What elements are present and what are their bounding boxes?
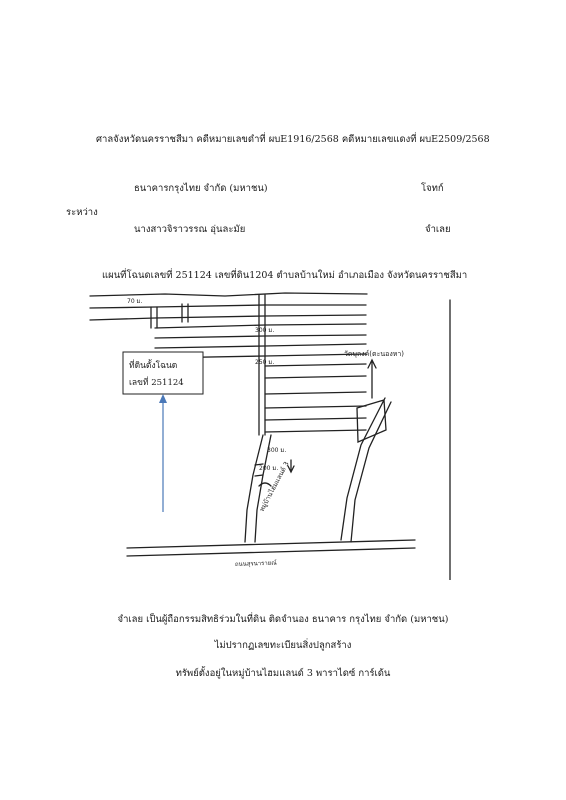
plaintiff-role: โจทก์ — [421, 183, 444, 194]
note-property-location: ทรัพย์ตั้งอยู่ในหมู่บ้านไฮมแลนด์ 3 พาราไ… — [175, 668, 391, 679]
map-temple-parcel — [356, 399, 387, 443]
map-street — [254, 463, 264, 466]
parcel-box-line2: เลขที่ 251124 — [129, 376, 184, 388]
note-co-owner: จำเลย เป็นผู้ถือกรรมสิทธิร่วมในที่ดิน ติ… — [117, 614, 449, 625]
road-label: ถนนสุรนารายณ์ — [235, 559, 278, 568]
dist-label-right: 300 ม. — [267, 447, 286, 454]
temple-label: วัดบุลงค์(ตะนองหา) — [344, 350, 404, 358]
parcel-box-line1: ที่ดินตั้งโฉนด — [129, 359, 177, 371]
village-arrow-head — [287, 465, 295, 474]
dist-label-mid: 250 ม. — [255, 359, 274, 366]
temple-arrow-head — [367, 358, 377, 369]
map-street — [89, 292, 368, 297]
plaintiff-name: ธนาคารกรุงไทย จำกัด (มหาชน) — [134, 183, 268, 194]
map-street — [154, 334, 367, 339]
map-hatch-mark — [258, 482, 272, 487]
map-street — [154, 343, 367, 349]
dist-label-left-bottom: 200 ม. — [259, 465, 278, 472]
map-access-road — [244, 434, 264, 543]
map-title: แผนที่โฉนดเลขที่ 251124 เลขที่ดิน1204 ตำ… — [102, 270, 468, 281]
note-building-registration: ไม่ปรากฏเลขทะเบียนสิ่งปลูกสร้าง — [214, 640, 352, 651]
map-street — [264, 405, 367, 409]
parcel-pointer-arrow-head — [159, 394, 167, 403]
defendant-role: จำเลย — [425, 224, 451, 235]
map-right-road — [350, 401, 392, 543]
map-street — [254, 474, 264, 477]
land-map: 300 ม. 250 ม. 300 ม. 70 ม. 200 ม. วัดบุล… — [89, 292, 451, 580]
map-street — [264, 391, 367, 395]
map-street — [264, 375, 367, 379]
map-main-road — [126, 539, 416, 549]
court-case-header: ศาลจังหวัดนครราชสีมา คดีหมายเลขดำที่ ผบE… — [96, 134, 490, 145]
map-street — [264, 429, 367, 433]
defendant-name: นางสาวจิราวรรณ อุ่นละมัย — [134, 224, 246, 235]
parcel-box — [122, 351, 204, 395]
map-street — [264, 363, 367, 367]
dist-label-top: 300 ม. — [255, 327, 274, 334]
map-street — [89, 314, 367, 321]
map-main-road — [126, 547, 416, 557]
between-label: ระหว่าง — [66, 207, 98, 218]
map-street — [264, 417, 367, 421]
map-access-road — [254, 434, 272, 543]
dist-label-left-top: 70 ม. — [127, 298, 142, 305]
map-street — [89, 304, 367, 309]
map-right-road — [340, 397, 386, 541]
